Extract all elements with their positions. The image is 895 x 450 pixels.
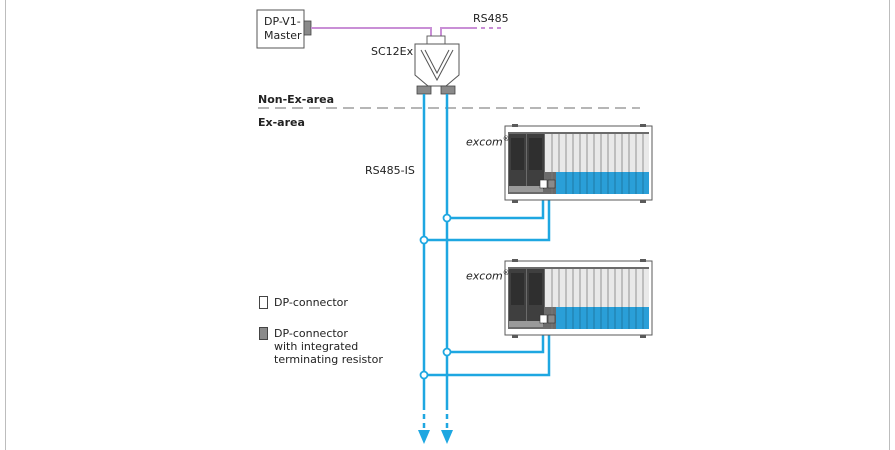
right-frame-border — [889, 0, 890, 450]
bus-continuation-arrows — [418, 430, 453, 444]
legend-terminated-label-line1: DP-connector — [274, 327, 348, 340]
master-label-line2: Master — [264, 29, 302, 42]
legend-connector-swatch — [259, 296, 268, 309]
left-frame-border — [5, 0, 6, 450]
legend-terminated-label-line2: with integrated — [274, 340, 359, 353]
excom-station-1 — [504, 124, 653, 203]
rs485-label: RS485 — [473, 12, 509, 25]
legend-terminated-label-line3: terminating resistor — [274, 353, 383, 366]
legend-terminated-swatch — [259, 327, 268, 340]
legend-connector-label: DP-connector — [274, 296, 348, 309]
master-label-line1: DP-V1- — [264, 15, 301, 28]
rs485-is-label: RS485-IS — [365, 164, 415, 177]
station-2-brand: excom® — [466, 269, 510, 283]
rs485-bus — [311, 27, 505, 36]
master-box — [256, 9, 305, 49]
station-1-brand: excom® — [466, 135, 510, 149]
ex-area-label: Ex-area — [258, 116, 305, 129]
coupler-label: SC12Ex — [371, 45, 414, 58]
non-ex-area-label: Non-Ex-area — [258, 93, 335, 106]
bus-junctions — [419, 213, 452, 380]
excom-station-2 — [504, 259, 653, 338]
sc12ex-coupler — [414, 35, 460, 95]
master-terminating-connector — [303, 20, 312, 36]
